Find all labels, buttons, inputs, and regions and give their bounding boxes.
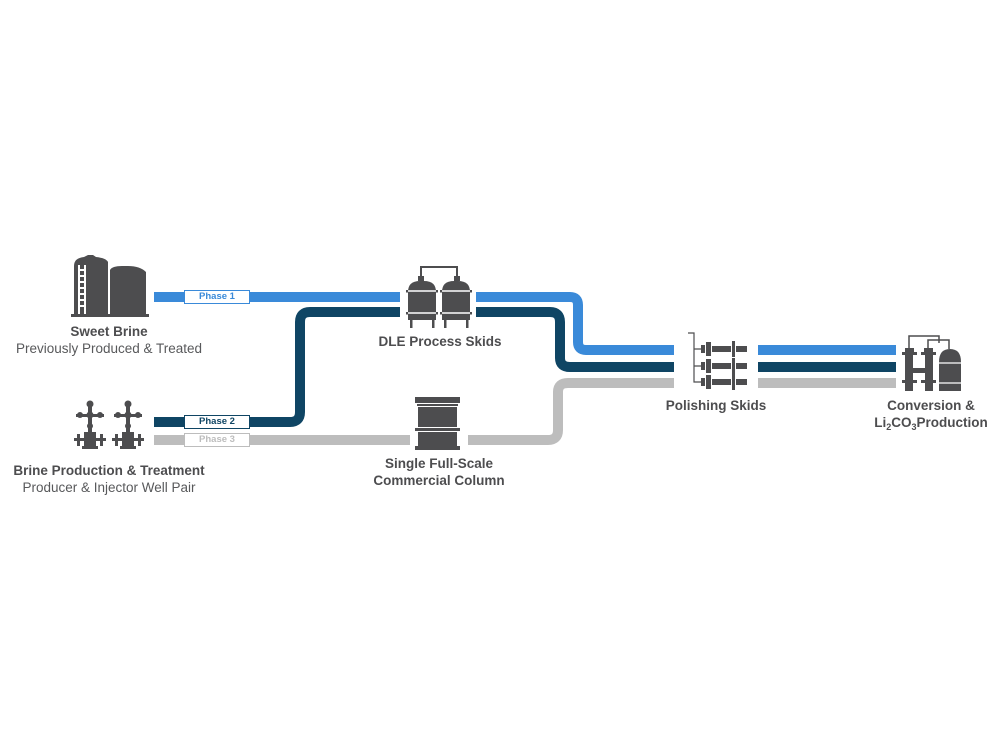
dle-skids-title: DLE Process Skids [378,334,502,349]
production-text: Production [916,415,988,430]
brine-production-subtitle: Producer & Injector Well Pair [22,480,196,495]
co-text: CO [891,415,912,430]
conversion-label: Conversion & Li2CO3Production [866,397,996,436]
li-text: Li [874,415,887,430]
column-drum-icon [415,397,460,450]
phase2-label: Phase 2 [184,415,250,429]
wellhead-icon [74,400,144,449]
column-label: Single Full-Scale Commercial Column [362,455,516,489]
storage-tank-icon [71,255,149,317]
phase1-pipe [154,292,896,355]
brine-production-label: Brine Production & Treatment Producer & … [0,462,218,497]
polishing-skid-icon [688,332,747,390]
dle-skids-label: DLE Process Skids [370,333,510,350]
co-subscript: 3 [911,422,917,432]
conversion-title-line2: Li2CO3Production [866,414,996,436]
vessel-bands [408,290,470,314]
li-subscript: 2 [886,422,892,432]
polishing-title: Polishing Skids [665,398,767,413]
conversion-plant-icon [902,335,961,391]
brine-production-title: Brine Production & Treatment [13,463,205,478]
dle-vessels-icon [406,266,472,328]
phase3-pipe [154,378,896,445]
phase3-label: Phase 3 [184,433,250,447]
sweet-brine-title: Sweet Brine [70,324,148,339]
sweet-brine-subtitle: Previously Produced & Treated [15,341,203,356]
phase1-label: Phase 1 [184,290,250,304]
sweet-brine-label: Sweet Brine Previously Produced & Treate… [0,323,218,358]
polishing-label: Polishing Skids [656,397,776,414]
conversion-title-line1: Conversion & [887,398,975,413]
column-title-line2: Commercial Column [373,473,505,488]
tank-ladder [78,265,86,314]
phase2-pipe [154,307,896,427]
column-title-line1: Single Full-Scale [384,456,494,471]
